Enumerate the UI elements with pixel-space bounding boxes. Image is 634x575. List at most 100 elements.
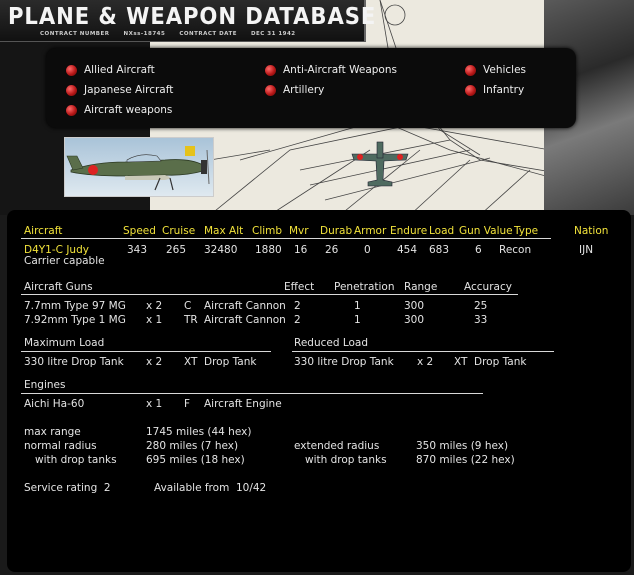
gun-accuracy: 25 (474, 300, 488, 312)
menu-aircraft-weapons[interactable]: Aircraft weapons (66, 104, 172, 116)
divider (21, 393, 483, 394)
aircraft-name: D4Y1-C Judy (24, 244, 89, 256)
header-load: Load (429, 225, 455, 237)
value-durab: 26 (325, 244, 339, 256)
gun-kind: Aircraft Cannon (204, 300, 286, 312)
menu-label: Infantry (483, 84, 525, 96)
guns-effect-header: Effect (284, 281, 315, 293)
value-speed: 343 (127, 244, 148, 256)
header-cruise: Cruise (162, 225, 196, 237)
menu-label: Allied Aircraft (84, 64, 155, 76)
value-load: 683 (429, 244, 450, 256)
header-durab: Durab (320, 225, 353, 237)
radio-button-icon (265, 64, 276, 76)
header-endure: Endure (390, 225, 428, 237)
available-from: Available from 10/42 (154, 482, 267, 494)
contract-date-label: CONTRACT DATE (179, 31, 237, 37)
max-load-code: XT (184, 356, 198, 368)
category-menu: Allied Aircraft Japanese Aircraft Aircra… (46, 48, 576, 128)
guns-penetration-header: Penetration (334, 281, 395, 293)
header-type: Type (514, 225, 539, 237)
gun-accuracy: 33 (474, 314, 488, 326)
header-speed: Speed (123, 225, 156, 237)
guns-header: Aircraft Guns (24, 281, 93, 293)
value-cruise: 265 (166, 244, 187, 256)
gun-name: 7.7mm Type 97 MG (24, 300, 126, 312)
header-armor: Armor (354, 225, 387, 237)
gun-kind: Aircraft Cannon (204, 314, 286, 326)
gun-range: 300 (404, 300, 425, 312)
gun-penetration: 1 (354, 300, 361, 312)
max-load-qty: x 2 (146, 356, 163, 368)
menu-label: Aircraft weapons (84, 104, 173, 116)
menu-infantry[interactable]: Infantry (465, 84, 524, 96)
gun-qty: x 1 (146, 314, 163, 326)
menu-label: Anti-Aircraft Weapons (283, 64, 397, 76)
header-climb: Climb (252, 225, 283, 237)
gun-range: 300 (404, 314, 425, 326)
normal-radius-label: normal radius (24, 440, 97, 452)
header-nation: Nation (574, 225, 609, 237)
gun-effect: 2 (294, 314, 301, 326)
menu-anti-aircraft-weapons[interactable]: Anti-Aircraft Weapons (265, 64, 397, 76)
engine-qty: x 1 (146, 398, 163, 410)
gun-name: 7.92mm Type 1 MG (24, 314, 126, 326)
normal-radius-value: 280 miles (7 hex) (146, 440, 239, 452)
header-mvr: Mvr (289, 225, 309, 237)
radio-button-icon (265, 84, 276, 96)
divider (21, 351, 271, 352)
value-endure: 454 (397, 244, 418, 256)
value-type: Recon (499, 244, 532, 256)
max-range-label: max range (24, 426, 81, 438)
reduced-load-qty: x 2 (417, 356, 434, 368)
radio-button-icon (66, 64, 77, 76)
menu-artillery[interactable]: Artillery (265, 84, 324, 96)
radio-button-icon (66, 84, 77, 96)
divider (21, 294, 518, 295)
engines-header: Engines (24, 379, 66, 391)
reduced-load-header: Reduced Load (294, 337, 369, 349)
value-nation: IJN (579, 244, 594, 256)
radio-button-icon (465, 64, 476, 76)
normal-drop-label: with drop tanks (35, 454, 117, 466)
radio-button-icon (465, 84, 476, 96)
max-range-value: 1745 miles (44 hex) (146, 426, 252, 438)
extended-drop-label: with drop tanks (305, 454, 387, 466)
header-gun-value: Gun Value (459, 225, 513, 237)
menu-allied-aircraft[interactable]: Allied Aircraft (66, 64, 155, 76)
service-rating: Service rating 2 (24, 482, 111, 494)
gun-position: C (184, 300, 192, 312)
engine-code: F (184, 398, 191, 410)
engine-kind: Aircraft Engine (204, 398, 282, 410)
extended-drop-value: 870 miles (22 hex) (416, 454, 515, 466)
divider (292, 351, 554, 352)
reduced-load-kind: Drop Tank (474, 356, 527, 368)
max-load-header: Maximum Load (24, 337, 105, 349)
engine-name: Aichi Ha-60 (24, 398, 85, 410)
divider (21, 238, 551, 239)
value-armor: 0 (364, 244, 371, 256)
contract-number-label: CONTRACT NUMBER (40, 31, 110, 37)
gun-qty: x 2 (146, 300, 163, 312)
value-max-alt: 32480 (204, 244, 238, 256)
aircraft-side-view-icon (66, 146, 210, 191)
reduced-load-code: XT (454, 356, 468, 368)
aircraft-top-view-icon (351, 141, 409, 187)
aircraft-data-panel: Aircraft Speed Cruise Max Alt Climb Mvr … (7, 210, 631, 572)
contract-number: NXss-18745 (123, 31, 166, 37)
value-mvr: 16 (294, 244, 308, 256)
gun-position: TR (184, 314, 198, 326)
menu-japanese-aircraft[interactable]: Japanese Aircraft (66, 84, 173, 96)
menu-vehicles[interactable]: Vehicles (465, 64, 526, 76)
aircraft-thumbnail (64, 137, 214, 197)
radio-button-icon (66, 104, 77, 116)
guns-accuracy-header: Accuracy (464, 281, 512, 293)
extended-radius-value: 350 miles (9 hex) (416, 440, 509, 452)
menu-label: Japanese Aircraft (84, 84, 174, 96)
reduced-load-name: 330 litre Drop Tank (294, 356, 394, 368)
extended-radius-label: extended radius (294, 440, 380, 452)
header-aircraft: Aircraft (24, 225, 63, 237)
value-climb: 1880 (255, 244, 282, 256)
guns-range-header: Range (404, 281, 438, 293)
